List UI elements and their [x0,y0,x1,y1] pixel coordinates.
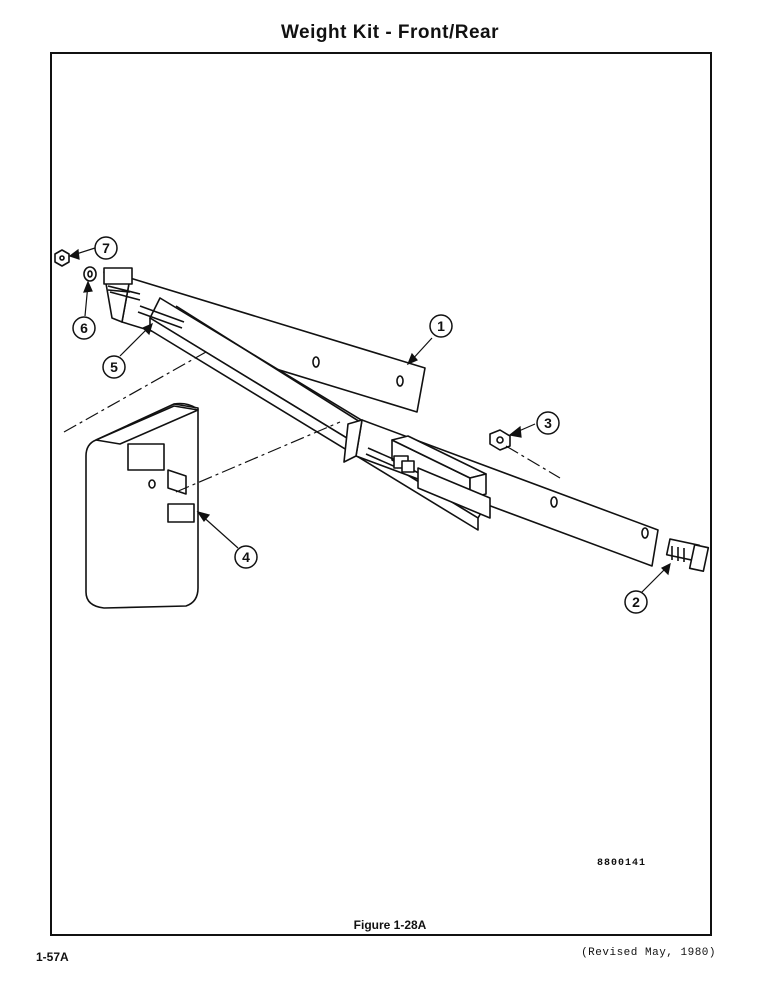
svg-text:7: 7 [102,240,110,256]
callout-2: 2 [624,590,648,614]
tie-rod [107,285,415,473]
callout-5: 5 [102,355,126,379]
svg-text:2: 2 [632,594,640,610]
suitcase-weight [85,402,199,609]
figure-caption: Figure 1-28A [353,918,427,932]
svg-text:3: 3 [544,415,552,431]
spacer-block [391,435,491,519]
washer [83,266,97,282]
small-nut [54,249,70,267]
callout-4: 4 [234,545,258,569]
revision-note: (Revised May, 1980) [581,947,716,959]
callout-6: 6 [72,316,96,340]
page-number: 1-57A [36,950,69,964]
bolt [665,538,710,572]
svg-text:6: 6 [80,320,88,336]
hex-nut [489,429,511,451]
drawing-number: 8800141 [597,858,647,869]
callout-7: 7 [94,236,118,260]
svg-text:5: 5 [110,359,118,375]
svg-text:4: 4 [242,549,250,565]
svg-text:1: 1 [437,318,445,334]
page-title: Weight Kit - Front/Rear [280,22,500,43]
figure-frame [50,52,712,936]
bracket-upper [103,267,426,413]
callout-1: 1 [429,314,453,338]
callout-3: 3 [536,411,560,435]
